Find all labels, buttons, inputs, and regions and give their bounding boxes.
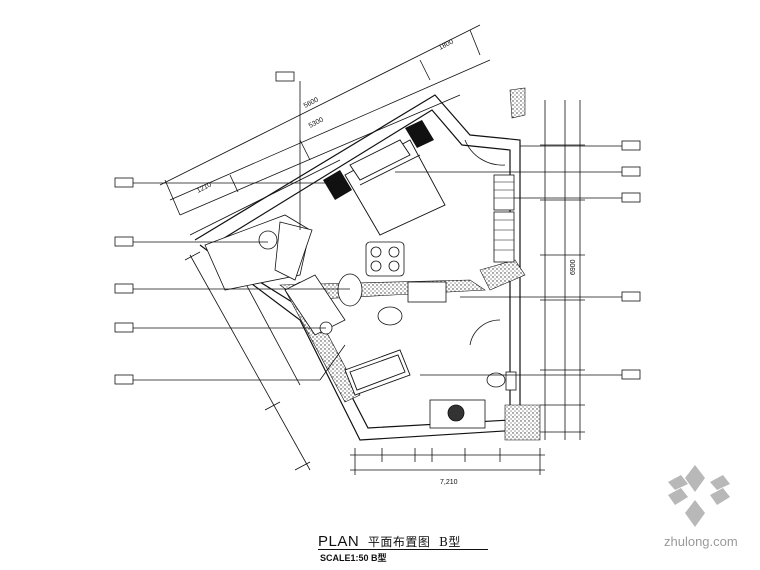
right-dimension-lines xyxy=(540,100,585,440)
drawing-scale: SCALE1:50 B型 xyxy=(320,553,387,563)
callout-tag xyxy=(621,166,641,177)
callout-tag xyxy=(621,140,641,151)
wardrobe xyxy=(493,174,515,263)
tv-unit xyxy=(377,281,447,326)
nightstands xyxy=(323,120,434,200)
sofa-area xyxy=(284,273,363,336)
bathroom-fixtures xyxy=(429,371,517,429)
dim-top-inner: 5300 xyxy=(308,116,325,129)
callout-tag xyxy=(114,236,134,247)
watermark-logo xyxy=(668,465,730,527)
title-suffix: B型 xyxy=(439,535,461,549)
callout-tag xyxy=(114,283,134,294)
top-dimension-lines xyxy=(159,24,491,236)
dim-top-small: 1210 xyxy=(196,181,213,194)
dim-bottom-total: 7,210 xyxy=(440,479,458,486)
desk-area xyxy=(204,214,313,291)
round-table-set xyxy=(365,241,405,277)
title-en: PLAN xyxy=(318,533,360,550)
right-callouts xyxy=(395,140,641,380)
callout-tag xyxy=(114,374,134,385)
bath-door-swing xyxy=(469,319,501,346)
left-callouts xyxy=(114,71,350,385)
callout-tag xyxy=(114,322,134,333)
watermark-text: zhulong.com xyxy=(664,534,738,549)
bathtub xyxy=(344,349,411,396)
bottom-dimension-lines xyxy=(350,448,545,475)
callout-tag xyxy=(621,369,641,380)
entry-door-swing xyxy=(464,139,506,166)
dim-top-mid: 5600 xyxy=(303,96,320,109)
dim-top-outer: 1800 xyxy=(438,38,455,51)
dim-right-total: 6900 xyxy=(570,259,577,275)
title-underline xyxy=(318,549,488,550)
callout-tag xyxy=(275,71,295,82)
callout-tag xyxy=(114,177,134,188)
drawing-title: PLAN 平面布置图 B型 xyxy=(318,533,461,550)
title-cn: 平面布置图 xyxy=(367,535,431,549)
bed xyxy=(344,139,446,236)
callout-tag xyxy=(621,192,641,203)
callout-tag xyxy=(621,291,641,302)
